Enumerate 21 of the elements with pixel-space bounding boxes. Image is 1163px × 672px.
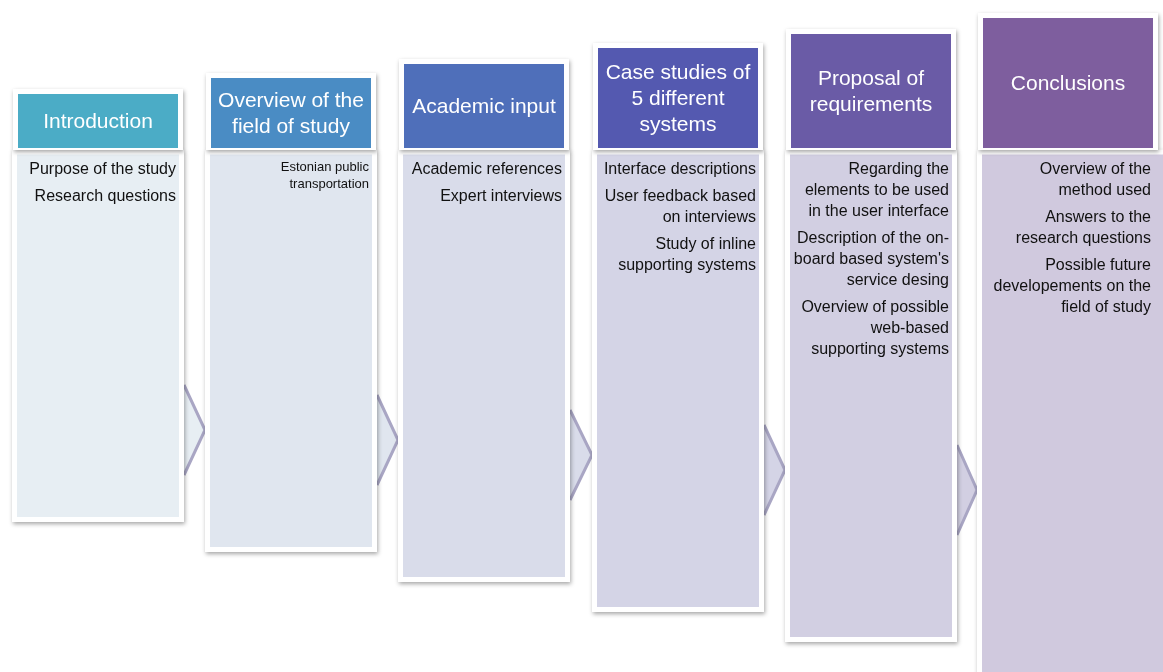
list-item: Description of the on-board based system's service desing [793, 228, 949, 290]
chevron-arrow [568, 408, 594, 502]
list-item: Study of inline supporting systems [617, 234, 756, 275]
column-heading: Academic input [404, 64, 564, 148]
list-item: Overview of possible web-based supporting systems [800, 297, 949, 359]
chevron-arrow [955, 443, 979, 537]
chevron-arrow [762, 423, 787, 517]
list-item: Academic references [410, 159, 562, 179]
list-item: Interface descriptions [602, 159, 756, 179]
list-item: Purpose of the study [28, 159, 176, 179]
list-item: Expert interviews [439, 186, 562, 206]
list-item: Research questions [33, 186, 176, 206]
column-heading: Overview of the field of study [211, 78, 371, 148]
list-item: Estonian public transportation [279, 158, 369, 192]
chevron-arrow [182, 383, 207, 477]
column-heading: Case studies of 5 different systems [598, 48, 758, 148]
chevron-arrow [375, 393, 400, 487]
list-item: User feedback based on interviews [603, 186, 756, 227]
column-heading: Introduction [18, 94, 178, 148]
list-item: Regarding the elements to be used in the user interface [803, 159, 949, 221]
column-heading: Proposal of requirements [791, 34, 951, 148]
